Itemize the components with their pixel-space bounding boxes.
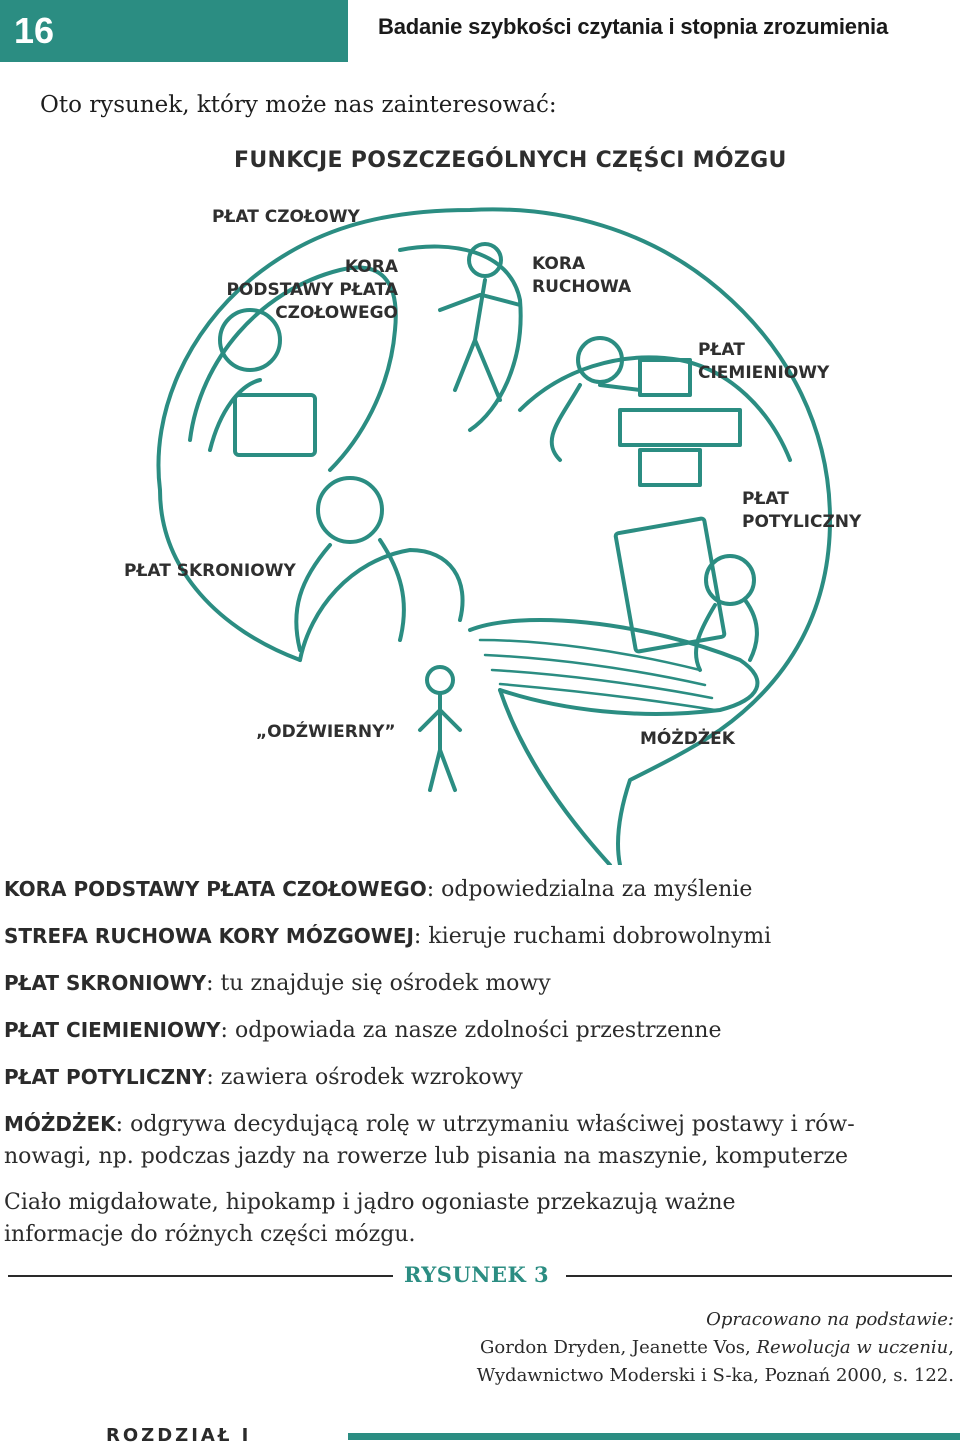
- gatekeeper-head: [425, 665, 455, 695]
- source-citation: Opracowano na podstawie: Gordon Dryden, …: [477, 1306, 954, 1390]
- blocks-3: [638, 448, 702, 487]
- label-occipital-lobe: PŁAT POTYLICZNY: [742, 489, 862, 532]
- definition-term: PŁAT POTYLICZNY: [4, 1065, 207, 1089]
- footer-accent-bar: [348, 1433, 960, 1440]
- definition-item: PŁAT SKRONIOWY: tu znajduje się ośrodek …: [4, 967, 956, 1000]
- caption-rule-left: [8, 1275, 393, 1277]
- temporal-line: [298, 548, 465, 662]
- source-intro: Opracowano na podstawie:: [706, 1309, 954, 1330]
- source-publisher: Wydawnictwo Moderski i S-ka, Poznań 2000…: [476, 1365, 954, 1386]
- definition-item: STREFA RUCHOWA KORY MÓZGOWEJ: kieruje ru…: [4, 920, 956, 953]
- label-cerebellum: MÓŻDŻEK: [640, 729, 735, 749]
- chapter-label: ROZDZIAŁ I: [106, 1425, 252, 1446]
- label-motor-cortex: KORA RUCHOWA: [532, 254, 632, 297]
- runner-head: [467, 242, 503, 278]
- definition-description: : tu znajduje się ośrodek mowy: [206, 971, 551, 996]
- blocks-1: [638, 358, 692, 397]
- easel: [613, 516, 727, 654]
- definition-description: : kieruje ruchami dobrowolnymi: [413, 924, 772, 949]
- label-temporal-lobe: PŁAT SKRONIOWY: [124, 561, 296, 581]
- definition-description: : odgrywa decydującą rolę w utrzymaniu w…: [4, 1112, 855, 1169]
- motor-cortex-line: [398, 244, 523, 432]
- painter-head: [704, 554, 756, 606]
- definition-description: Ciało migdałowate, hipokamp i jądro ogon…: [4, 1190, 736, 1247]
- caption-rule-right: [566, 1275, 952, 1277]
- source-authors: Gordon Dryden, Jeanette Vos,: [480, 1337, 757, 1358]
- listener-head: [316, 476, 384, 544]
- cerebellum-body: [468, 618, 760, 716]
- source-comma: ,: [948, 1337, 954, 1358]
- brain-drawing-svg: [156, 207, 832, 865]
- definition-item: PŁAT POTYLICZNY: zawiera ośrodek wzrokow…: [4, 1061, 956, 1094]
- figure-caption: RYSUNEK 3: [404, 1262, 550, 1287]
- reader-head: [218, 308, 282, 372]
- definition-description: : odpowiedzialna za myślenie: [426, 877, 753, 902]
- definition-description: : odpowiada za nasze zdolności przestrze…: [220, 1018, 722, 1043]
- definition-item: PŁAT CIEMIENIOWY: odpowiada za nasze zdo…: [4, 1014, 956, 1047]
- definitions-list: KORA PODSTAWY PŁATA CZOŁOWEGO: odpowiedz…: [4, 873, 956, 1265]
- definition-item: Ciało migdałowate, hipokamp i jądro ogon…: [4, 1187, 956, 1251]
- definition-description: : zawiera ośrodek wzrokowy: [206, 1065, 523, 1090]
- figure-title: FUNKCJE POSZCZEGÓLNYCH CZĘŚCI MÓZGU: [234, 148, 787, 173]
- label-frontal-lobe: PŁAT CZOŁOWY: [212, 207, 360, 227]
- definition-term: PŁAT SKRONIOWY: [4, 971, 207, 995]
- brain-outline: [156, 207, 832, 865]
- label-prefrontal-cortex: KORA PODSTAWY PŁATA CZOŁOWEGO: [226, 257, 398, 323]
- running-header-title: Badanie szybkości czytania i stopnia zro…: [378, 14, 888, 39]
- source-book-title: Rewolucja w uczeniu: [756, 1337, 949, 1358]
- definition-item: KORA PODSTAWY PŁATA CZOŁOWEGO: odpowiedz…: [4, 873, 956, 906]
- label-parietal-lobe: PŁAT CIEMIENIOWY: [698, 340, 830, 383]
- frontal-lobe-line: [188, 265, 398, 472]
- intro-text: Oto rysunek, który może nas zainteresowa…: [40, 92, 557, 118]
- definition-item: MÓŻDŻEK: odgrywa decydującą rolę w utrzy…: [4, 1108, 956, 1173]
- source-reference: Gordon Dryden, Jeanette Vos, Rewolucja w…: [477, 1334, 954, 1362]
- definition-term: PŁAT CIEMIENIOWY: [4, 1018, 221, 1042]
- definition-term: STREFA RUCHOWA KORY MÓZGOWEJ: [4, 924, 414, 948]
- definition-term: MÓŻDŻEK: [4, 1112, 116, 1136]
- builder-head: [576, 336, 624, 384]
- brainstem: [498, 688, 612, 865]
- brain-illustration: PŁAT CZOŁOWY KORA PODSTAWY PŁATA CZOŁOWE…: [0, 190, 960, 865]
- page-number: 16: [0, 0, 348, 62]
- blocks-2: [618, 408, 742, 447]
- label-gatekeeper: „ODŹWIERNY”: [256, 722, 396, 742]
- definition-term: KORA PODSTAWY PŁATA CZOŁOWEGO: [4, 877, 427, 901]
- reader-book: [233, 393, 317, 457]
